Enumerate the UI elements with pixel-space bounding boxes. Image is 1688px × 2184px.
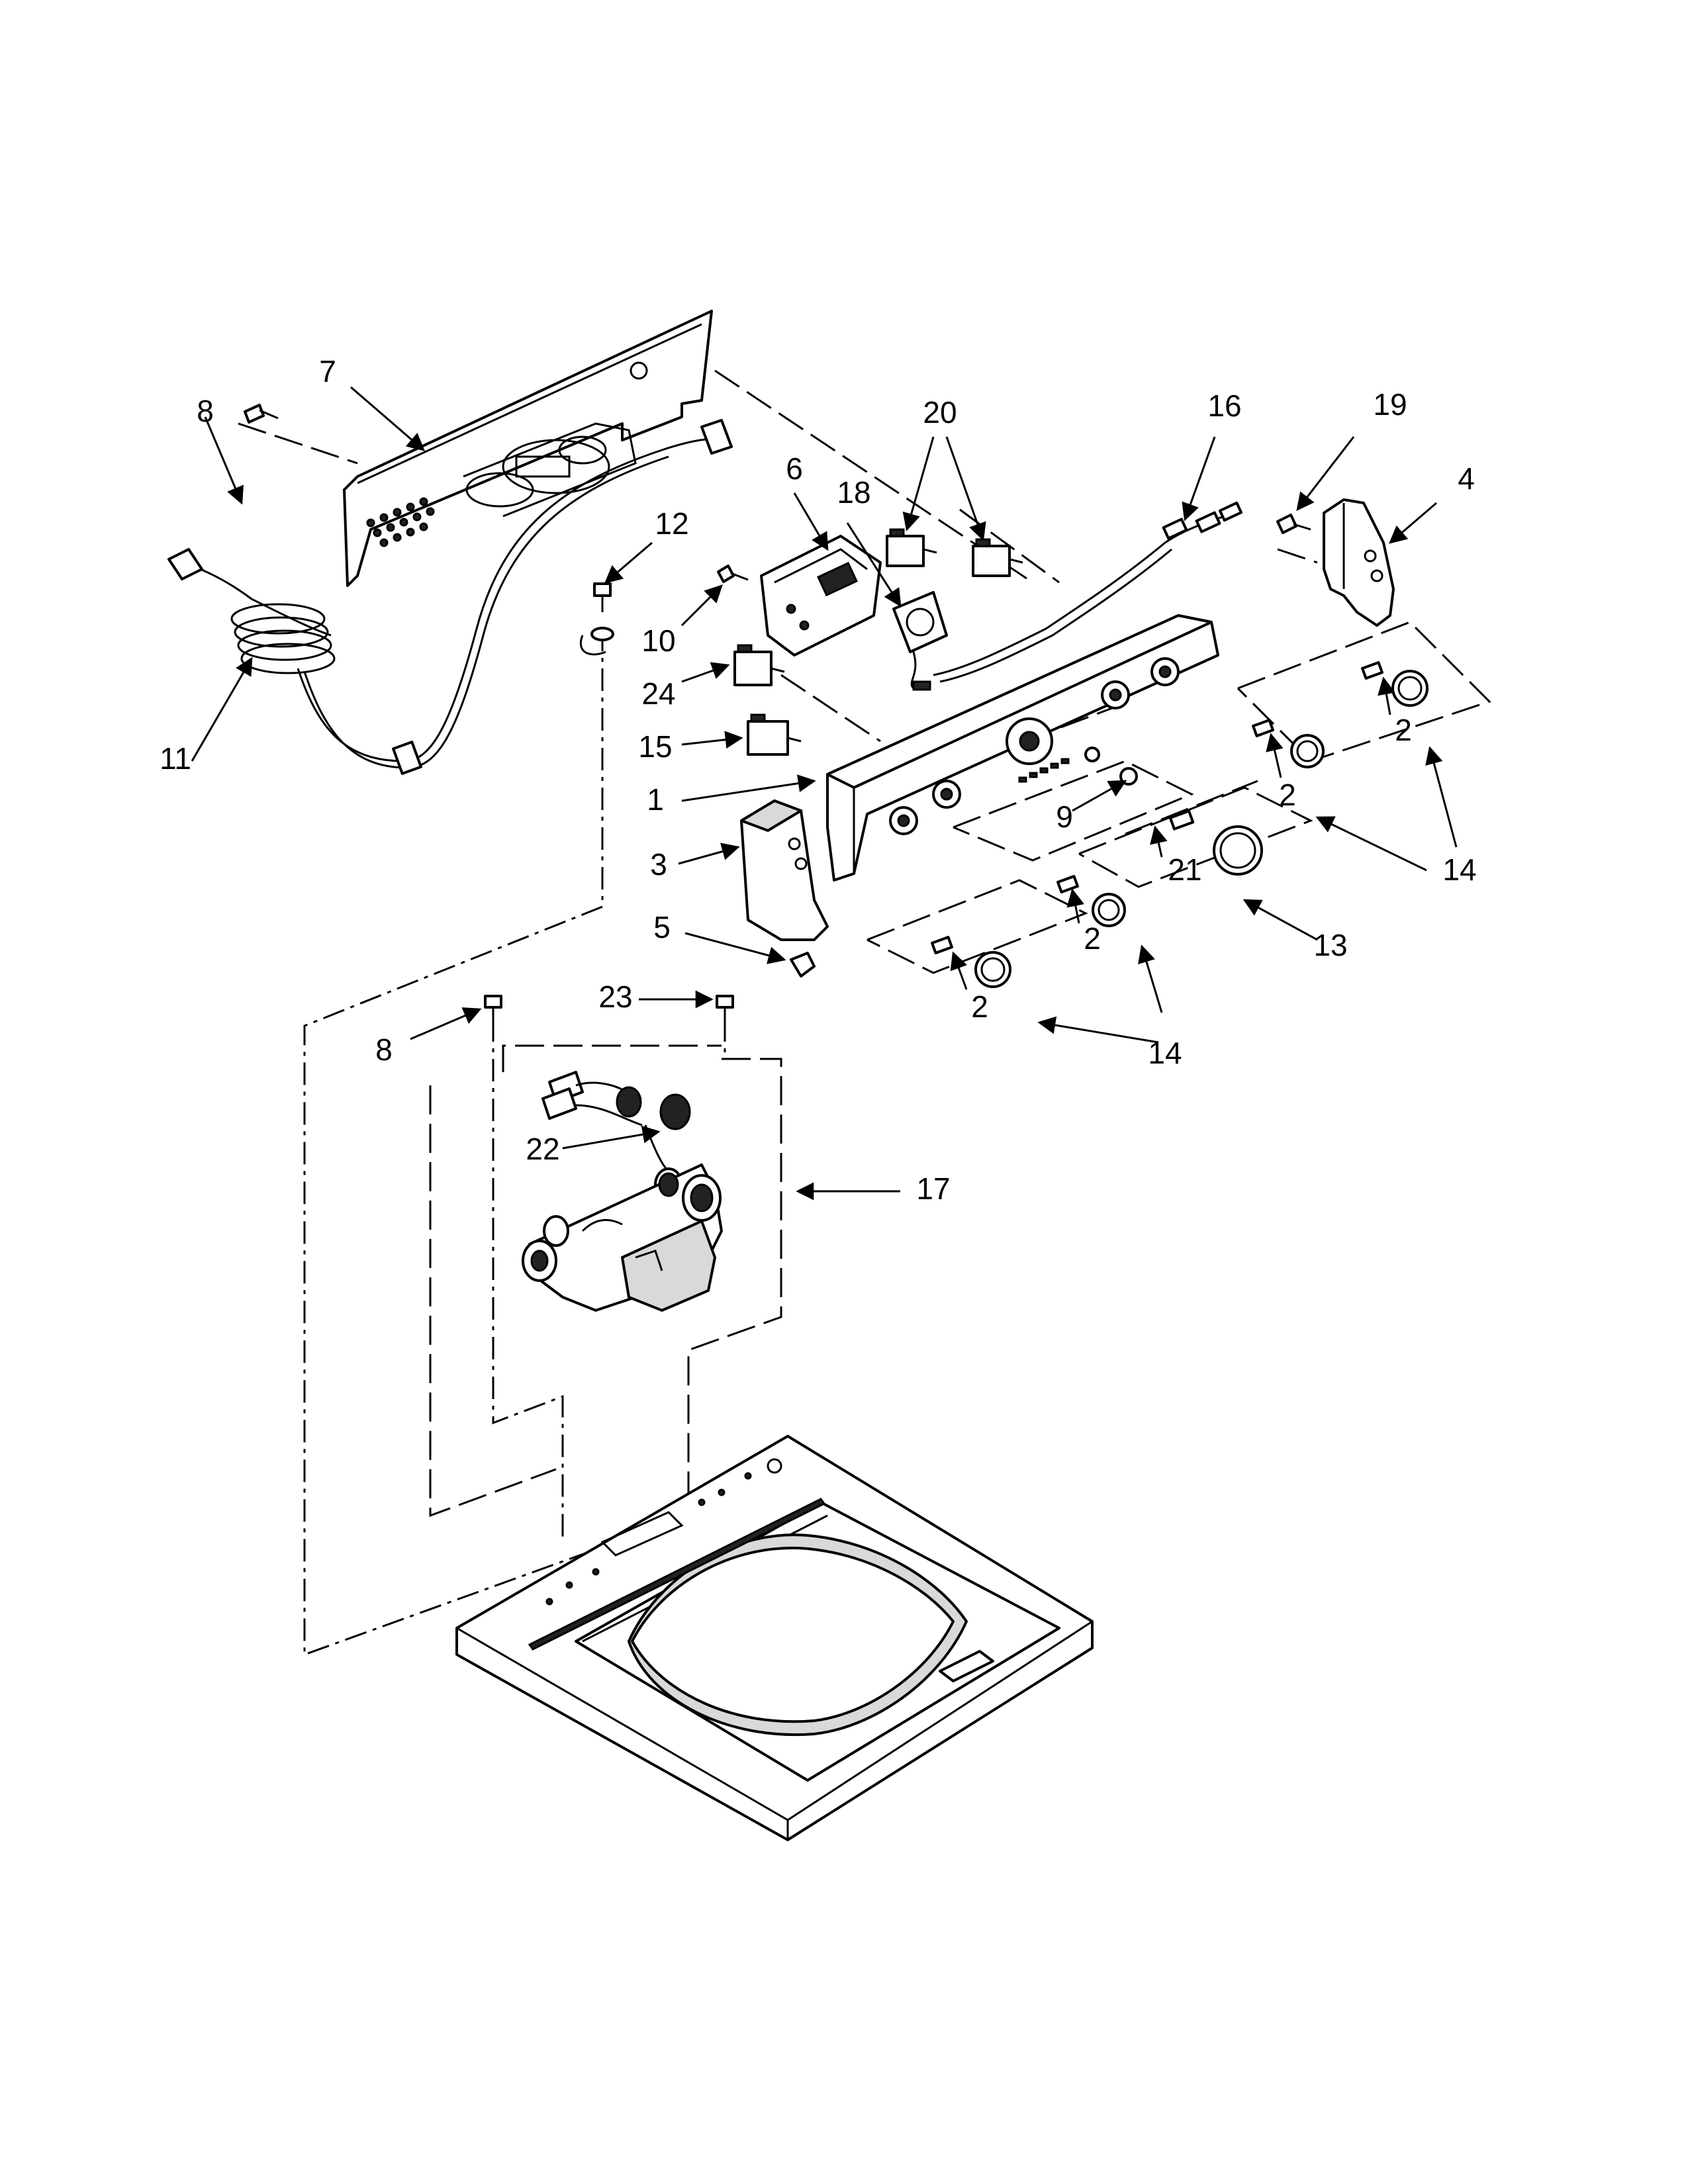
callout-18: 18 (837, 475, 870, 510)
callout-11: 11 (160, 741, 191, 776)
callout-6: 6 (786, 451, 803, 486)
callout-19: 19 (1373, 387, 1407, 422)
screw-8-top (244, 404, 279, 424)
callout-7: 7 (319, 354, 336, 388)
callout-24: 24 (641, 676, 675, 711)
rotary-switch (892, 591, 948, 691)
screw-8-bottom (484, 995, 502, 1023)
callout-2-mid-right: 2 (1279, 778, 1296, 812)
callout-10: 10 (641, 623, 675, 658)
water-valve-assembly (522, 1071, 723, 1312)
switch-15 (747, 713, 802, 756)
callout-8-top: 8 (197, 394, 214, 428)
vent-grille (366, 497, 435, 547)
leader-arrows (191, 386, 1458, 1201)
callout-2-mid-left: 2 (1084, 921, 1101, 956)
callout-17: 17 (916, 1171, 950, 1206)
callout-20: 20 (923, 395, 957, 430)
top-cabinet (455, 1435, 1094, 1841)
callout-4: 4 (1458, 461, 1475, 496)
knob-mid-right (1252, 719, 1325, 768)
screw-19 (1276, 514, 1311, 534)
callout-5: 5 (653, 910, 671, 944)
knob-large (1168, 809, 1263, 876)
knob-mid-left (1056, 875, 1126, 927)
callout-21: 21 (1168, 852, 1201, 887)
switch-20-right (972, 538, 1023, 577)
callout-8-bottom: 8 (375, 1032, 393, 1067)
callout-23: 23 (598, 979, 632, 1014)
callout-14-upper: 14 (1442, 852, 1476, 887)
clip (790, 952, 816, 978)
indicator-lights (1018, 758, 1070, 783)
callout-16: 16 (1207, 388, 1241, 423)
screw-23 (716, 995, 734, 1023)
callout-22: 22 (526, 1132, 559, 1166)
switch-20-left (886, 528, 937, 567)
callout-13: 13 (1313, 928, 1347, 962)
switch-24 (733, 644, 785, 686)
screw-12 (593, 582, 612, 612)
callout-labels: 8 7 12 10 24 15 1 3 5 6 18 20 16 19 4 11… (160, 354, 1476, 1206)
console-panel (826, 614, 1219, 882)
control-board (760, 535, 882, 657)
callout-2-upper-right: 2 (1395, 713, 1412, 747)
callout-2-lower-left: 2 (971, 989, 988, 1024)
callout-14-lower: 14 (1148, 1036, 1182, 1070)
cabinet-holes (545, 1472, 752, 1606)
callout-12: 12 (655, 506, 688, 541)
wire-harness (933, 501, 1243, 683)
right-end-cap (1323, 498, 1395, 627)
callout-9: 9 (1056, 799, 1073, 834)
screw-10 (717, 565, 749, 583)
knob-lower-left (931, 936, 1011, 988)
callout-1: 1 (647, 782, 664, 817)
callout-3: 3 (650, 847, 667, 882)
knob-upper-right (1361, 661, 1429, 707)
left-end-cap (740, 799, 829, 941)
callout-15: 15 (638, 729, 672, 764)
